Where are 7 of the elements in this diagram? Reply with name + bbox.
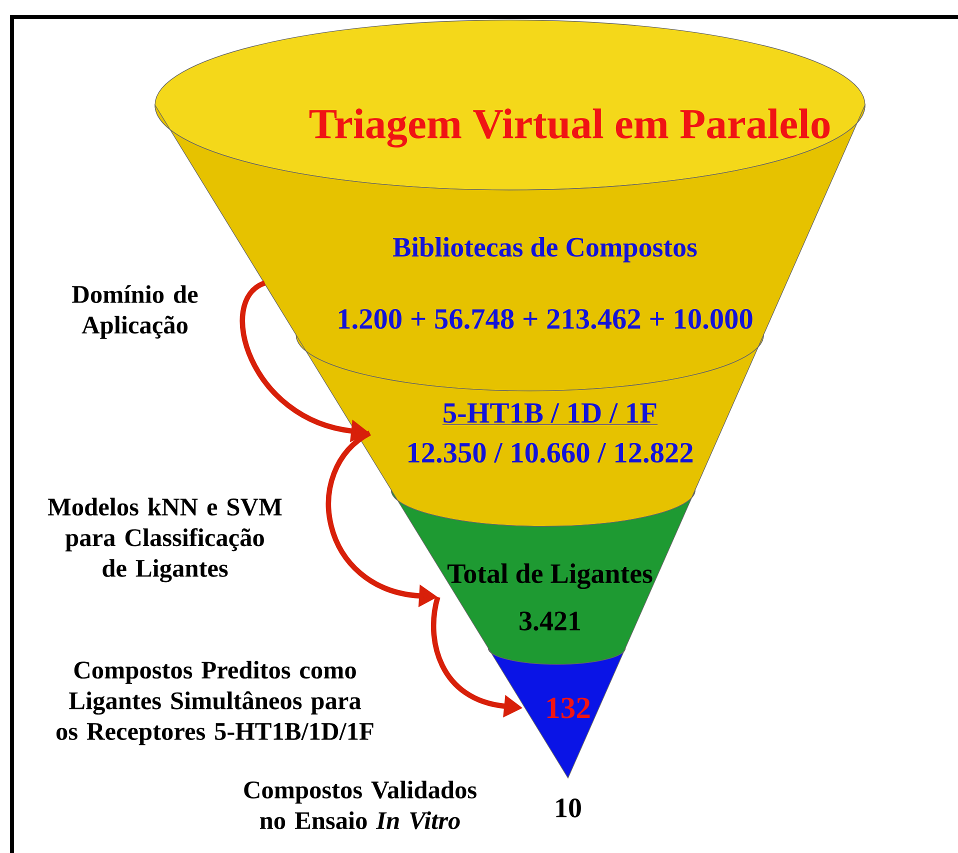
funnel-band: 132 — [488, 648, 626, 778]
result-label: Compostos Validados no Ensaio In Vitro — [244, 780, 476, 830]
title: Triagem Virtual em Paralelo — [309, 108, 830, 148]
funnel-band: 5-HT1B / 1D / 1F 12.350 / 10.660 / 12.822 — [296, 334, 764, 527]
funnel-band: Total de Ligantes 3.421 — [390, 490, 696, 665]
step-label: Compostos Preditos como Ligantes Simultâneos para os Receptores 5-HT1B/1D/1F — [56, 660, 374, 746]
step-label: Modelos kNN e SVM para Classificação de Ligantes — [48, 498, 282, 582]
